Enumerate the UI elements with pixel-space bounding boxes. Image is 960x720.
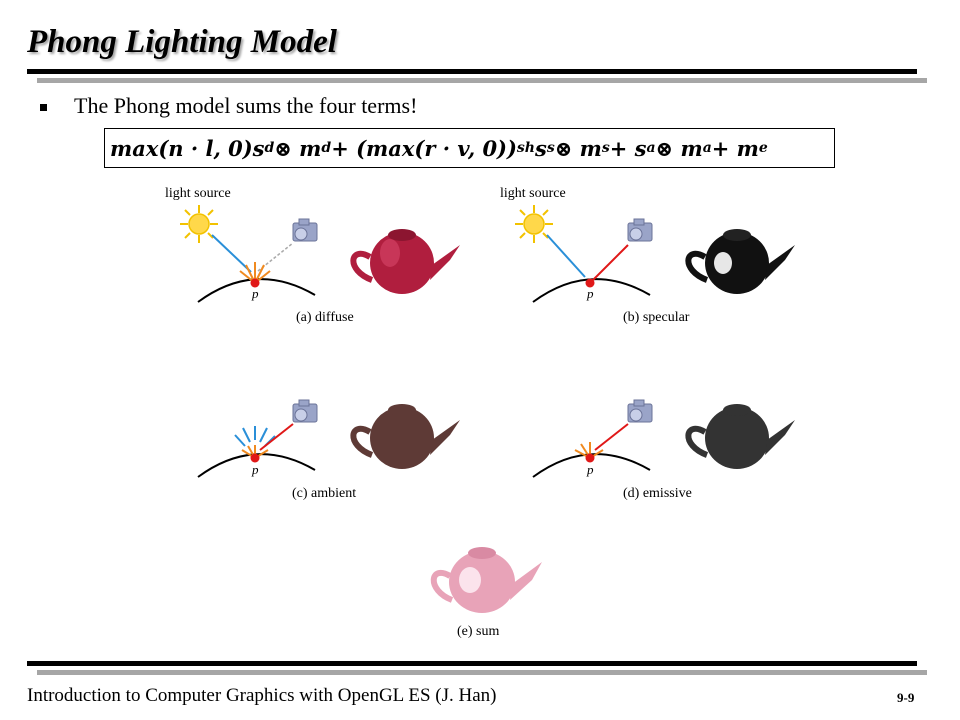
- caption-sum: (e) sum: [457, 624, 500, 639]
- camera-icon: [627, 399, 653, 423]
- caption-diffuse: (a) diffuse: [296, 310, 354, 325]
- formula-sup: sh: [516, 140, 535, 156]
- footer-rule: [27, 661, 917, 666]
- formula-part: + (max(r · v, 0)): [331, 135, 517, 161]
- sun-icon: [180, 205, 218, 243]
- teapot-emissive: [685, 404, 795, 469]
- formula-part: max(n · l, 0)s: [110, 135, 265, 161]
- view-ray: [259, 423, 294, 451]
- specular-diagram: [515, 205, 795, 303]
- view-ray: [594, 423, 629, 451]
- slide-title: Phong Lighting Model: [27, 24, 337, 60]
- sun-icon: [515, 205, 553, 243]
- teapot-diffuse: [350, 229, 460, 294]
- teapot-specular: [685, 229, 795, 294]
- camera-icon: [292, 399, 318, 423]
- point-label-b: p: [587, 286, 594, 301]
- diffuse-diagram: [180, 205, 460, 303]
- surface-point: [250, 278, 260, 288]
- light-source-label-a: light source: [165, 186, 231, 201]
- camera-icon: [292, 218, 318, 242]
- point-label-d: p: [587, 462, 594, 477]
- formula-sub: e: [758, 140, 768, 156]
- formula-sub: s: [601, 140, 610, 156]
- formula-part: + m: [711, 135, 759, 161]
- page-number: 9-9: [897, 690, 915, 705]
- title-rule: [27, 69, 917, 74]
- title-rule-shadow: [37, 78, 927, 83]
- formula-sub: a: [702, 140, 712, 156]
- formula-sub: d: [264, 140, 275, 156]
- formula-sub: d: [321, 140, 332, 156]
- surface-point: [585, 278, 595, 288]
- incident-ray: [211, 234, 252, 273]
- light-source-label-b: light source: [500, 186, 566, 201]
- emissive-diagram: [532, 399, 795, 478]
- point-label-a: p: [252, 286, 259, 301]
- bullet-item: The Phong model sums the four terms!: [40, 93, 417, 119]
- reflected-ray: [589, 244, 629, 284]
- sum-diagram: [430, 547, 542, 613]
- formula-part: ⊗ m: [274, 135, 322, 161]
- surface-point: [585, 453, 595, 463]
- bullet-text: The Phong model sums the four terms!: [74, 93, 418, 118]
- incident-ray: [546, 234, 586, 278]
- formula-sub: s: [546, 140, 555, 156]
- surface-point: [250, 453, 260, 463]
- footer-rule-shadow: [37, 670, 927, 675]
- ambient-diagram: [197, 399, 460, 478]
- formula-sub: a: [646, 140, 656, 156]
- formula-part: s: [534, 135, 547, 161]
- formula-part: ⊗ m: [655, 135, 703, 161]
- caption-emissive: (d) emissive: [623, 486, 692, 501]
- teapot-ambient: [350, 404, 460, 469]
- caption-ambient: (c) ambient: [292, 486, 357, 501]
- point-label-c: p: [252, 462, 259, 477]
- formula-part: + s: [609, 135, 647, 161]
- formula-part: ⊗ m: [554, 135, 602, 161]
- square-bullet-icon: [40, 103, 47, 111]
- caption-specular: (b) specular: [623, 310, 690, 325]
- camera-icon: [627, 218, 653, 242]
- teapot-sum: [430, 547, 542, 613]
- footer-text: Introduction to Computer Graphics with O…: [27, 685, 497, 706]
